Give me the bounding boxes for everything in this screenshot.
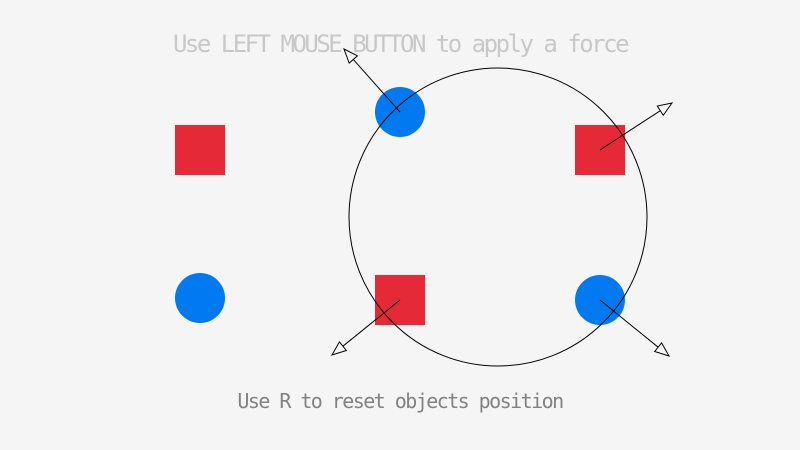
guide-circle bbox=[348, 67, 648, 367]
force-arrow-bottom-right-shaft bbox=[599, 299, 659, 348]
force-arrow-top-right-shaft bbox=[599, 110, 661, 151]
force-arrow-top-right-head bbox=[656, 102, 674, 117]
blue-ball-left[interactable] bbox=[175, 273, 225, 323]
force-arrow-bottom-right-head bbox=[653, 342, 671, 357]
force-arrow-bottom-left-head bbox=[330, 341, 348, 356]
red-box-left[interactable] bbox=[175, 125, 225, 175]
force-arrow-top-left-shaft bbox=[352, 59, 401, 113]
force-arrow-top-left-head bbox=[343, 47, 359, 64]
force-arrow-bottom-left-shaft bbox=[342, 299, 401, 347]
